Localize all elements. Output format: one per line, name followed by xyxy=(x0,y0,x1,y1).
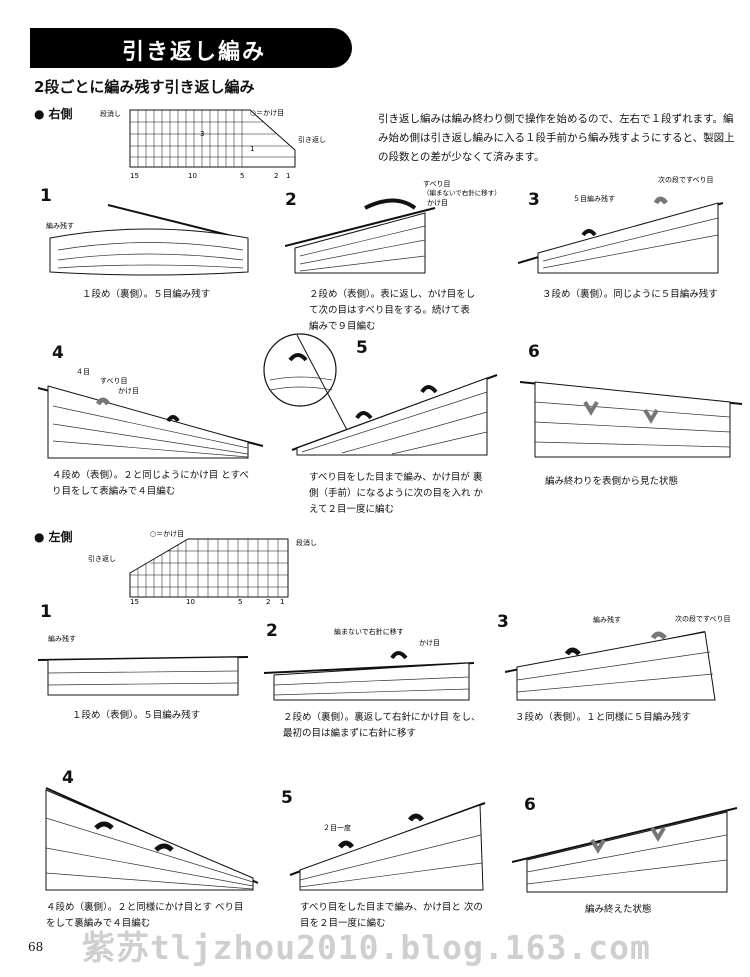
left-step-5-caption: すべり目をした目まで編み、かけ目と 次の目を２目一度に編む xyxy=(300,902,483,929)
svg-text:かけ目: かけ目 xyxy=(118,387,139,395)
right-step-1-number: 1 xyxy=(40,186,52,206)
right-step-1-illustration: 編み残す xyxy=(46,204,249,276)
right-step-1-caption: １段め（裏側）。５目編み残す xyxy=(82,289,211,300)
svg-text:○＝かけ目: ○＝かけ目 xyxy=(250,109,284,117)
left-step-2-caption: ２段め（裏側）。裏返して右針にかけ目 をし、最初の目は編まずに右針に移す xyxy=(283,712,481,739)
page-title: 引き返し編み xyxy=(122,40,267,65)
left-step-6-caption: 編み終えた状態 xyxy=(585,904,652,915)
left-step-1-number: 1 xyxy=(40,602,52,622)
right-step-5-number: 5 xyxy=(356,338,368,358)
svg-text:引き返し: 引き返し xyxy=(88,554,116,563)
svg-text:（編まないで右針に移す）: （編まないで右針に移す） xyxy=(423,188,501,197)
svg-text:15: 15 xyxy=(130,172,139,180)
left-step-6-illustration xyxy=(512,807,738,893)
svg-text:1: 1 xyxy=(286,172,290,180)
svg-text:15: 15 xyxy=(130,598,139,605)
right-step-2-illustration: すべり目 （編まないで右針に移す） かけ目 xyxy=(285,180,501,274)
right-step-5-caption: すべり目をした目まで編み、かけ目が 裏側（手前）になるように次の目を入れ かえて… xyxy=(309,472,484,515)
page-number: 68 xyxy=(28,940,44,954)
svg-text:編み残す: 編み残す xyxy=(46,221,74,230)
svg-text:5: 5 xyxy=(240,172,244,180)
svg-text:10: 10 xyxy=(188,172,197,180)
left-step-3-caption: ３段め（表側）。１と同様に５目編み残す xyxy=(515,712,691,723)
left-step-6-number: 6 xyxy=(524,795,536,815)
left-side-chart: ○＝かけ目 段消し 引き返し 15 10 5 2 1 xyxy=(88,530,317,605)
svg-text:段消し: 段消し xyxy=(100,109,121,118)
right-step-4-number: 4 xyxy=(52,343,64,363)
left-step-3-illustration: 編み残す 次の段ですべり目 xyxy=(505,614,731,701)
svg-text:すべり目: すべり目 xyxy=(100,377,128,385)
right-step-2-number: 2 xyxy=(285,190,297,210)
left-step-3-number: 3 xyxy=(497,612,509,632)
right-step-3-number: 3 xyxy=(528,190,540,210)
right-step-3-caption: ３段め（裏側）。同じように５目編み残す xyxy=(542,289,718,300)
left-step-2-number: 2 xyxy=(266,621,278,641)
svg-text:1: 1 xyxy=(280,598,284,605)
svg-text:2: 2 xyxy=(266,598,270,605)
right-step-4-illustration: ４目 すべり目 かけ目 xyxy=(38,368,264,459)
title-banner: 引き返し編み xyxy=(30,28,352,68)
svg-text:段消し: 段消し xyxy=(296,538,317,547)
left-step-1-caption: １段め（表側）。５目編み残す xyxy=(72,710,201,721)
svg-text:４目: ４目 xyxy=(76,368,90,376)
left-step-4-caption: ４段め（裏側）。２と同様にかけ目とす べり目をして裏編みで４目編む xyxy=(46,902,244,929)
svg-text:3: 3 xyxy=(200,130,204,138)
svg-text:かけ目: かけ目 xyxy=(427,199,448,207)
right-step-2-caption: ２段め（表側）。表に返し、かけ目をし て次の目はすべり目をする。続けて表 編みで… xyxy=(309,289,476,332)
svg-text:5: 5 xyxy=(238,598,242,605)
right-step-6-illustration xyxy=(520,381,743,458)
svg-text:○＝かけ目: ○＝かけ目 xyxy=(150,530,184,538)
svg-text:1: 1 xyxy=(250,145,254,153)
svg-text:すべり目: すべり目 xyxy=(423,180,451,188)
left-step-2-illustration: 編まないで右針に移す かけ目 xyxy=(264,627,475,701)
svg-text:引き返し: 引き返し xyxy=(298,135,326,144)
right-step-6-number: 6 xyxy=(528,342,540,362)
svg-text:編み残す: 編み残す xyxy=(593,615,621,624)
svg-text:次の段ですべり目: 次の段ですべり目 xyxy=(675,614,731,623)
right-step-6-caption: 編み終わりを表側から見た状態 xyxy=(545,476,679,487)
section-subtitle: 2段ごとに編み残す引き返し編み xyxy=(34,78,255,96)
svg-text:かけ目: かけ目 xyxy=(419,639,440,647)
right-side-chart: 段消し ○＝かけ目 引き返し 3 1 15 10 5 2 1 xyxy=(100,109,326,180)
svg-text:編み残す: 編み残す xyxy=(48,634,76,643)
svg-text:2: 2 xyxy=(274,172,278,180)
right-step-4-caption: ４段め（表側）。２と同じようにかけ目 とすべり目をして表編みで４目編む xyxy=(52,470,249,497)
watermark: 紫苏tljzhou2010.blog.163.com xyxy=(82,928,651,967)
right-step-5-illustration xyxy=(263,333,498,456)
svg-text:２目一度: ２目一度 xyxy=(323,823,351,832)
svg-text:編まないで右針に移す: 編まないで右針に移す xyxy=(334,627,404,636)
svg-text:次の段ですべり目: 次の段ですべり目 xyxy=(658,175,714,184)
left-step-5-number: 5 xyxy=(281,788,293,808)
right-side-label: 右側 xyxy=(34,105,72,122)
left-step-5-illustration: ２目一度 xyxy=(289,802,486,891)
intro-text: 引き返し編みは編み終わり側で操作を始めるので、左右で１段ずれます。編み始め側は引… xyxy=(378,113,735,163)
svg-text:５目編み残す: ５目編み残す xyxy=(573,194,615,203)
left-side-label: 左側 xyxy=(34,528,72,545)
right-step-3-illustration: ５目編み残す 次の段ですべり目 xyxy=(518,175,724,274)
left-step-4-illustration xyxy=(45,787,259,891)
left-step-1-illustration: 編み残す xyxy=(38,634,249,696)
svg-text:10: 10 xyxy=(186,598,195,605)
left-step-4-number: 4 xyxy=(62,768,74,788)
